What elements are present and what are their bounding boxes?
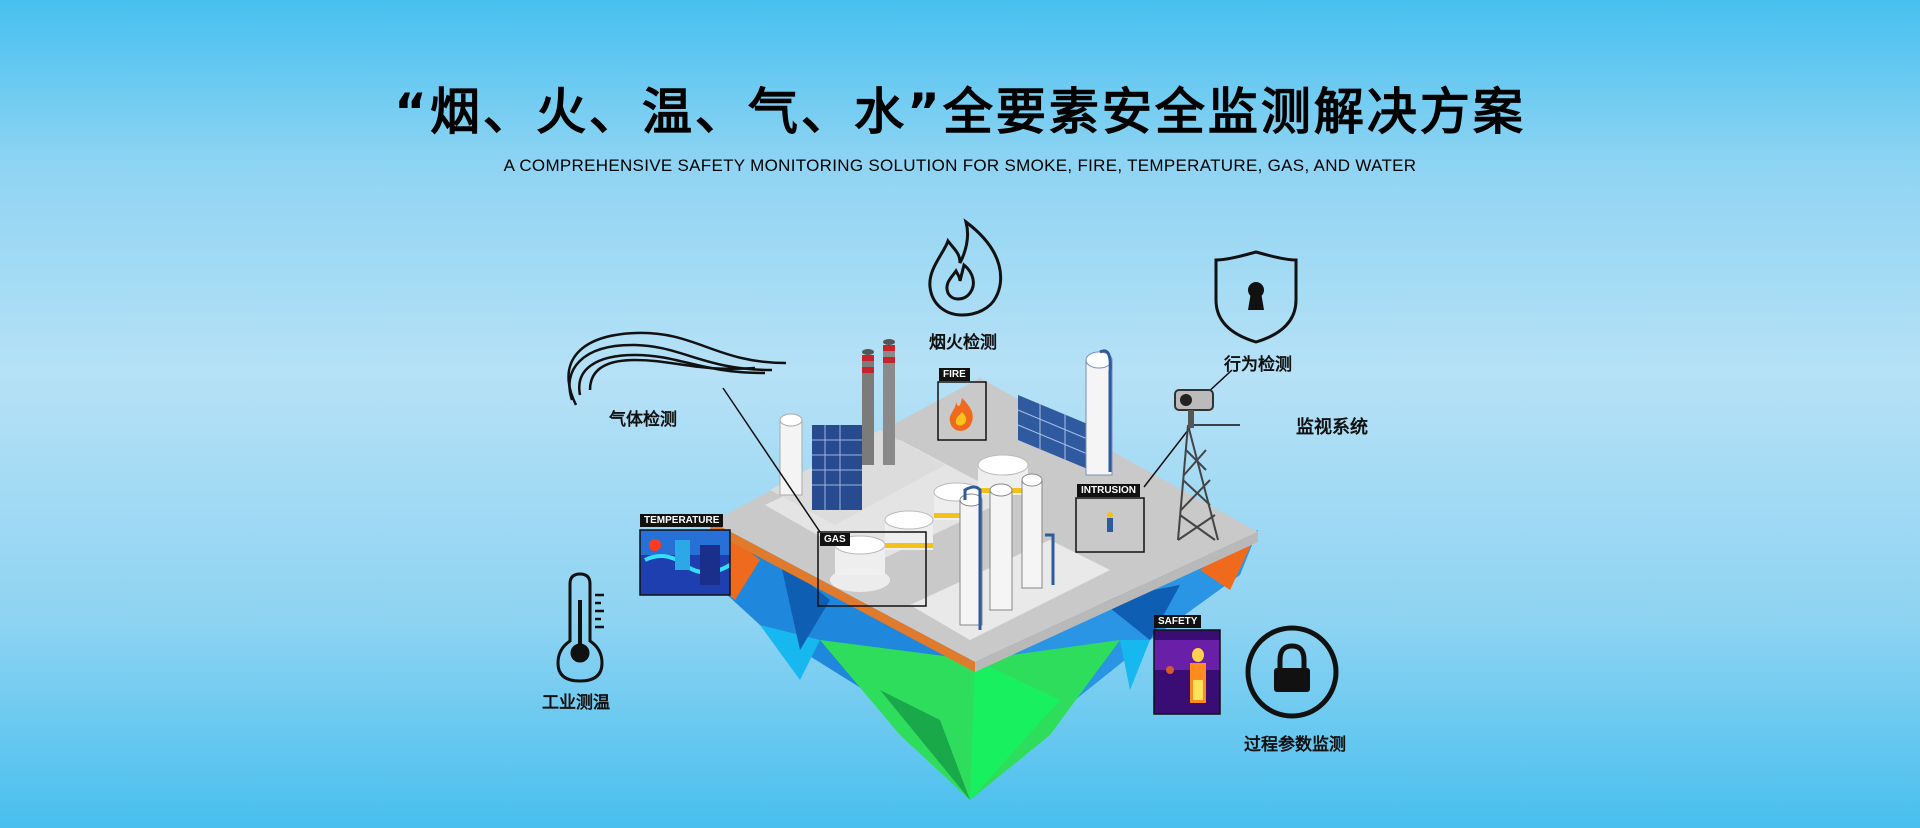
distillation-columns <box>959 473 1055 630</box>
fire-callout-box <box>937 381 987 441</box>
padlock-icon <box>1245 625 1339 719</box>
fire-callout-flame <box>949 398 973 431</box>
wind-icon <box>567 331 787 406</box>
control-building <box>1017 349 1113 476</box>
label-monitoring-system: 监视系统 <box>1296 417 1368 438</box>
label-behavior-detection: 行为检测 <box>1224 355 1292 375</box>
shield-keyhole-icon <box>1214 250 1298 344</box>
label-gas-detection: 气体检测 <box>609 410 677 430</box>
camera-tower-icon <box>1177 424 1219 541</box>
temperature-tag: TEMPERATURE <box>640 514 724 527</box>
flame-icon <box>928 218 1003 317</box>
label-process-parameter: 过程参数监测 <box>1244 735 1346 755</box>
chimney-stacks <box>862 339 895 465</box>
safety-callout-frame <box>1153 629 1221 715</box>
temperature-thermal-image <box>640 530 732 595</box>
surveillance-camera <box>1174 389 1214 428</box>
fire-tag: FIRE <box>939 368 970 381</box>
safety-thermal-image <box>1154 630 1220 714</box>
gas-tag: GAS <box>820 533 850 546</box>
intrusion-worker-figure <box>1107 512 1113 532</box>
page-subtitle: A COMPREHENSIVE SAFETY MONITORING SOLUTI… <box>503 156 1417 175</box>
label-industrial-temperature: 工业测温 <box>542 693 610 713</box>
gas-callout-box <box>817 531 927 607</box>
thermometer-icon <box>556 572 604 683</box>
callout-boxes <box>817 381 1145 607</box>
process-tower-left <box>779 413 862 510</box>
intrusion-tag: INTRUSION <box>1077 484 1140 497</box>
intrusion-callout-box <box>1075 497 1145 553</box>
temperature-callout-frame <box>639 529 731 596</box>
label-fire-detection: 烟火检测 <box>929 333 997 353</box>
page-title: “烟、火、温、气、水”全要素安全监测解决方案 <box>394 83 1526 141</box>
safety-tag: SAFETY <box>1154 615 1202 628</box>
